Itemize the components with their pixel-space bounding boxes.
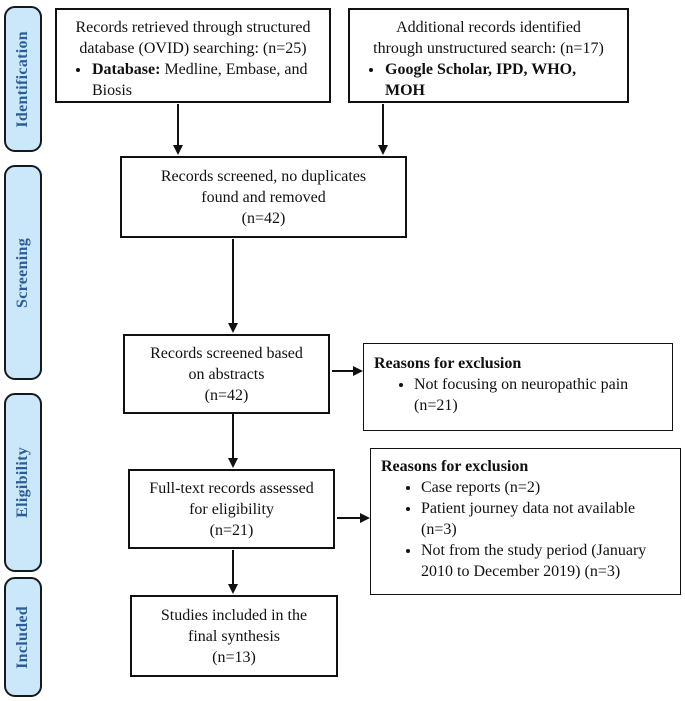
text-line: Additional records identified: [396, 19, 581, 36]
arrow-abstracts-to-exclusion: [332, 366, 363, 376]
text-line: Studies included in the: [160, 606, 308, 624]
arrow-fulltext-to-exclusion: [337, 513, 370, 523]
stage-identification-label: Identification: [14, 30, 31, 128]
text-line: final synthesis: [188, 627, 280, 645]
text-line: MOH: [385, 82, 425, 99]
text-line: Full-text records assessed: [149, 479, 314, 497]
record-count: (n=42): [241, 209, 286, 227]
structured-search-heading: Records retrieved through structured dat…: [61, 17, 325, 59]
text-line: (n=3): [421, 521, 457, 538]
box-studies-included: Studies included in the final synthesis …: [130, 595, 338, 677]
bullet-item-sources: Google Scholar, IPD, WHO, MOH: [384, 59, 623, 101]
text-line: Records screened based: [150, 344, 303, 362]
text-line: on abstracts: [188, 365, 265, 383]
text-line: Google Scholar, IPD, WHO,: [385, 61, 577, 78]
arrow-unstructured-to-screened: [378, 104, 388, 155]
box-abstract-screening: Records screened based on abstracts (n=4…: [123, 334, 330, 414]
record-count: (n=42): [204, 386, 249, 404]
stage-screening: Screening: [4, 165, 42, 380]
text-line: Not focusing on neuropathic pain: [414, 376, 629, 393]
text-line: 2010 to December 2019) (n=3): [421, 563, 621, 580]
text-line: database (OVID) searching: (n=25): [79, 40, 307, 57]
bullet-bold-sources: Google Scholar, IPD, WHO, MOH: [385, 59, 623, 101]
box-fulltext-assessment: Full-text records assessed for eligibili…: [128, 469, 335, 549]
arrow-abstracts-to-fulltext: [228, 414, 238, 468]
bullet-item-database: Database: Medline, Embase, and Biosis: [91, 59, 325, 101]
text-line: (n=21): [414, 397, 458, 414]
bullet-bold-label: Database:: [92, 61, 161, 78]
text-line: Records screened, no duplicates: [160, 167, 367, 185]
box-exclusion-reasons-fulltext: Reasons for exclusion Case reports (n=2)…: [370, 448, 681, 595]
stage-included: Included: [4, 577, 42, 697]
arrow-screened-to-abstracts: [228, 239, 238, 333]
bullet-rest-text: Medline, Embase, and Biosis: [92, 61, 308, 99]
text-line: found and removed: [201, 188, 326, 206]
text-line: Case reports (n=2): [421, 479, 541, 496]
stage-eligibility-label: Eligibility: [14, 447, 31, 518]
exclusion-item: Patient journey data not available (n=3): [421, 498, 670, 540]
exclusion-title: Reasons for exclusion: [374, 355, 522, 372]
text-line: Not from the study period (January: [421, 542, 647, 559]
stage-included-label: Included: [14, 605, 31, 669]
arrow-structured-to-screened: [173, 104, 183, 155]
record-count: (n=21): [209, 521, 254, 539]
exclusion-list: Not focusing on neuropathic pain (n=21): [374, 374, 662, 416]
stage-screening-label: Screening: [14, 237, 31, 308]
box-unstructured-search: Additional records identified through un…: [348, 8, 629, 103]
exclusion-item: Not focusing on neuropathic pain (n=21): [414, 374, 662, 416]
unstructured-search-heading: Additional records identified through un…: [354, 17, 623, 59]
stage-eligibility: Eligibility: [4, 393, 42, 572]
arrow-fulltext-to-included: [228, 550, 238, 594]
text-line: Patient journey data not available: [421, 500, 636, 517]
exclusion-item: Case reports (n=2): [421, 477, 670, 498]
text-line: Records retrieved through structured: [75, 19, 311, 36]
box-exclusion-reasons-abstracts: Reasons for exclusion Not focusing on ne…: [363, 343, 673, 431]
structured-search-bullet-list: Database: Medline, Embase, and Biosis: [61, 59, 325, 101]
exclusion-title: Reasons for exclusion: [381, 458, 529, 475]
text-line: through unstructured search: (n=17): [373, 40, 604, 57]
text-line: for eligibility: [189, 500, 274, 518]
exclusion-list: Case reports (n=2) Patient journey data …: [381, 477, 670, 582]
record-count: (n=13): [212, 648, 256, 666]
exclusion-item: Not from the study period (January 2010 t…: [421, 540, 670, 582]
stage-identification: Identification: [4, 6, 42, 152]
box-structured-search: Records retrieved through structured dat…: [55, 8, 331, 103]
box-records-screened: Records screened, no duplicates found an…: [120, 156, 407, 238]
unstructured-search-bullet-list: Google Scholar, IPD, WHO, MOH: [354, 59, 623, 101]
